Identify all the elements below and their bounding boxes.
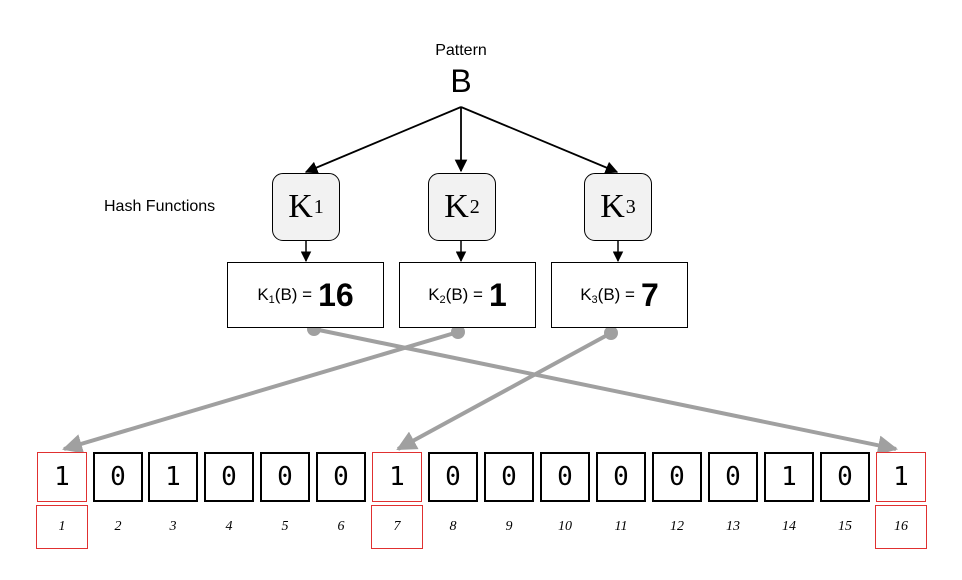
hash-result-expression: K3(B) = [580,284,635,306]
hash-functions-label: Hash Functions [104,198,216,215]
bit-cell-1: 1 [37,452,87,502]
bit-cell-4: 0 [204,452,254,502]
bit-cell-3: 1 [148,452,198,502]
bit-index-8: 8 [449,519,457,534]
arrow-k2-to-bit-1 [62,330,459,454]
bit-index-1: 1 [36,505,88,549]
bit-cell-2: 0 [93,452,143,502]
connector-dot-k2 [451,325,465,339]
bit-cell-8: 0 [428,452,478,502]
hash-function-name: K [288,188,313,225]
hash-function-subscript: 2 [469,196,480,218]
bit-cell-13: 0 [708,452,758,502]
hash-result-expression: K1(B) = [257,284,313,306]
bit-cell-5: 0 [260,452,310,502]
hash-function-subscript: 1 [313,196,324,218]
bit-index-14: 14 [782,519,796,534]
bit-index-15: 15 [838,519,852,534]
bit-index-16: 16 [875,505,927,549]
arrow-k3-to-bit-7 [396,331,612,451]
bit-cell-6: 0 [316,452,366,502]
bit-index-10: 10 [558,519,572,534]
bit-cell-7: 1 [372,452,422,502]
bit-index-13: 13 [726,519,740,534]
bit-index-7: 7 [371,505,423,549]
hash-function-subscript: 3 [625,196,636,218]
bit-index-6: 6 [337,519,345,534]
bit-cell-9: 0 [484,452,534,502]
hash-result-value: 7 [640,276,659,313]
bit-index-2: 2 [114,519,122,534]
bit-index-9: 9 [505,519,513,534]
hash-result-value: 1 [488,276,507,313]
hash-function-name: K [444,188,469,225]
hash-result-k1: K1(B) = 16 [227,262,384,328]
bit-index-3: 3 [169,519,177,534]
arrow-pattern-to-k3 [460,106,619,174]
hash-result-k2: K2(B) = 1 [399,262,536,328]
bit-cell-12: 0 [652,452,702,502]
pattern-letter: B [450,63,472,99]
bit-cell-15: 0 [820,452,870,502]
bit-cell-16: 1 [876,452,926,502]
arrow-pattern-to-k1 [304,106,462,174]
bit-index-11: 11 [614,519,628,534]
connector-dot-k3 [604,326,618,340]
pattern-label: Pattern [435,42,487,59]
bit-cell-11: 0 [596,452,646,502]
bit-cell-14: 1 [764,452,814,502]
hash-result-value: 16 [318,276,354,313]
hash-result-expression: K2(B) = [428,284,483,306]
bit-index-5: 5 [281,519,289,534]
bit-index-12: 12 [670,519,684,534]
bit-cell-10: 0 [540,452,590,502]
bit-index-4: 4 [225,519,233,534]
hash-function-name: K [600,188,625,225]
arrow-k1-to-bit-16 [313,327,898,456]
hash-result-k3: K3(B) = 7 [551,262,688,328]
